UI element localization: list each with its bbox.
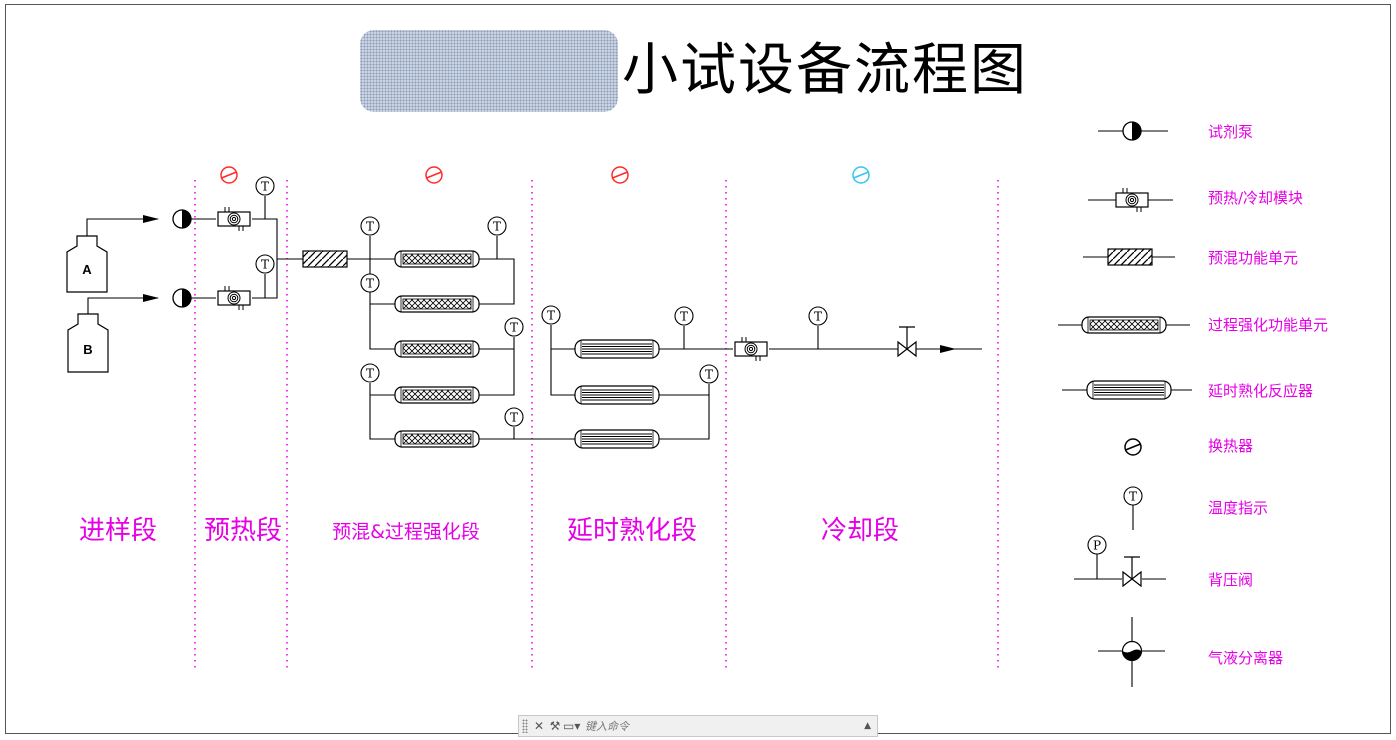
legend: T P 试剂泵 预热/冷却模块 预混功能单元 过程强化功能单元 延时熟化反应器 …	[1058, 121, 1328, 687]
section-heat-exchangers	[220, 166, 870, 184]
hot-exchanger-icon	[425, 166, 443, 184]
legend-gas-liquid-separator-icon	[1098, 617, 1165, 687]
temperature-indicator-icon: T	[541, 305, 561, 325]
section-dividers	[194, 180, 999, 672]
legend-temperature-indicator-icon: T	[1123, 486, 1143, 530]
premix-unit-icon	[302, 250, 348, 268]
legend-preheat-cool-module-icon	[1115, 187, 1149, 213]
temperature-symbol: T	[510, 411, 518, 425]
legend-label-reagent-pump: 试剂泵	[1208, 123, 1253, 141]
command-bar: ✕ ⚒ ▭▾ 键入命令 ▲	[518, 715, 878, 737]
temperature-symbol: T	[705, 368, 713, 382]
temperature-indicator-icon: T	[360, 216, 380, 236]
temperature-symbol: T	[261, 258, 269, 272]
bottle-b	[67, 313, 109, 373]
process-intensification-unit-icon	[394, 295, 480, 313]
back-pressure-valve-icon	[897, 326, 917, 357]
temperature-indicator-icon: T	[504, 317, 524, 337]
legend-reagent-pump-icon	[1122, 121, 1142, 141]
legend-label-back-pressure-valve: 背压阀	[1208, 571, 1253, 589]
reagent-bottles	[66, 235, 109, 373]
legend-label-process-intensification-unit: 过程强化功能单元	[1208, 316, 1328, 334]
temperature-symbol: T	[547, 309, 555, 323]
section-label-preheat: 预热段	[204, 516, 282, 546]
legend-label-delay-aging-reactor: 延时熟化反应器	[1208, 382, 1313, 400]
section-label-cooling: 冷却段	[821, 516, 899, 546]
legend-back-pressure-valve-icon: P	[1074, 535, 1166, 587]
temperature-symbol: T	[493, 220, 501, 234]
process-intensification-unit-icon	[394, 340, 480, 358]
temperature-symbol: T	[680, 310, 688, 324]
reagent-pump-icon	[172, 209, 192, 229]
bottle-a-label: A	[82, 262, 92, 277]
wrench-icon[interactable]: ⚒	[549, 719, 561, 733]
cooling-module-icon	[734, 336, 768, 362]
history-up-icon[interactable]: ▲	[864, 721, 871, 731]
pressure-symbol: P	[1093, 539, 1101, 553]
temperature-symbol: T	[261, 180, 269, 194]
section-label-feed: 进样段	[79, 516, 157, 546]
legend-heat-exchanger-icon	[1124, 438, 1142, 456]
process-intensification-unit-icon	[394, 250, 480, 268]
grip-handle-icon[interactable]	[522, 719, 528, 733]
process-intensification-unit-icon	[394, 430, 480, 448]
temperature-indicator-icon: T	[255, 254, 275, 274]
legend-label-gas-liquid-separator: 气液分离器	[1208, 649, 1283, 667]
hot-exchanger-icon	[611, 166, 629, 184]
legend-label-preheat-cool-module: 预热/冷却模块	[1208, 189, 1303, 207]
delay-aging-reactor-icon	[574, 429, 660, 449]
temperature-symbol: T	[366, 220, 374, 234]
temperature-indicators: T T T T T T T T T T T T	[255, 176, 828, 427]
close-icon[interactable]: ✕	[533, 719, 545, 733]
temperature-indicator-icon: T	[674, 306, 694, 326]
cold-exchanger-icon	[852, 166, 870, 184]
legend-process-intensification-unit-icon	[1081, 316, 1167, 334]
preheat-module-icon	[217, 285, 251, 311]
page-title: 小试设备流程图	[622, 38, 1028, 103]
temperature-indicator-icon: T	[360, 363, 380, 383]
legend-label-premix-unit: 预混功能单元	[1208, 249, 1298, 267]
temperature-symbol: T	[366, 367, 374, 381]
command-prompt-icon[interactable]: ▭▾	[563, 719, 581, 733]
process-intensification-unit-icon	[394, 386, 480, 404]
svg-text:T: T	[1129, 490, 1137, 504]
legend-label-heat-exchanger: 换热器	[1208, 437, 1253, 455]
temperature-symbol: T	[510, 321, 518, 335]
bottle-b-label: B	[83, 342, 92, 357]
piping	[86, 196, 982, 440]
temperature-indicator-icon: T	[255, 176, 275, 196]
temperature-symbol: T	[366, 277, 374, 291]
delay-aging-reactor-icon	[574, 385, 660, 405]
legend-premix-unit-icon	[1107, 248, 1153, 266]
reagent-pump-icon	[172, 288, 192, 308]
temperature-indicator-icon: T	[699, 364, 719, 384]
temperature-indicator-icon: T	[487, 216, 507, 236]
temperature-indicator-icon: T	[504, 407, 524, 427]
section-label-premix: 预混&过程强化段	[332, 521, 480, 543]
delay-aging-reactor-icon	[574, 339, 660, 359]
legend-delay-aging-reactor-icon	[1086, 380, 1172, 400]
hot-exchanger-icon	[220, 166, 238, 184]
temperature-indicator-icon: T	[808, 306, 828, 326]
temperature-indicator-icon: T	[360, 273, 380, 293]
preheat-module-icon	[217, 206, 251, 232]
blurred-logo	[360, 30, 618, 112]
section-label-delay: 延时熟化段	[567, 516, 697, 546]
command-input[interactable]: 键入命令	[585, 720, 629, 733]
temperature-symbol: T	[814, 310, 822, 324]
legend-label-temperature-indicator: 温度指示	[1208, 499, 1268, 517]
bottle-a	[66, 235, 108, 293]
